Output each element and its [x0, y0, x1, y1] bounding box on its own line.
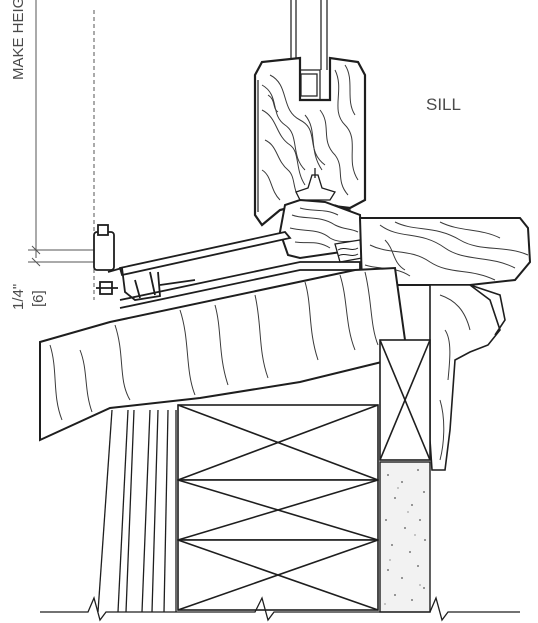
- dimension-imperial-label: 1/4": [10, 284, 27, 310]
- sheathing-layers: [97, 409, 177, 613]
- concrete-fill: [379, 461, 431, 613]
- sill-flashing: [93, 224, 361, 309]
- sill-label: SILL: [426, 95, 461, 114]
- window-frame-sill: [278, 198, 364, 263]
- window-sash: [253, 56, 367, 227]
- make-height-label: MAKE HEIGHT: [10, 0, 27, 80]
- wall-framing: [177, 339, 431, 611]
- interior-casing: [429, 284, 506, 471]
- break-lines: [40, 596, 520, 622]
- dimension-metric-label: [6]: [30, 290, 47, 307]
